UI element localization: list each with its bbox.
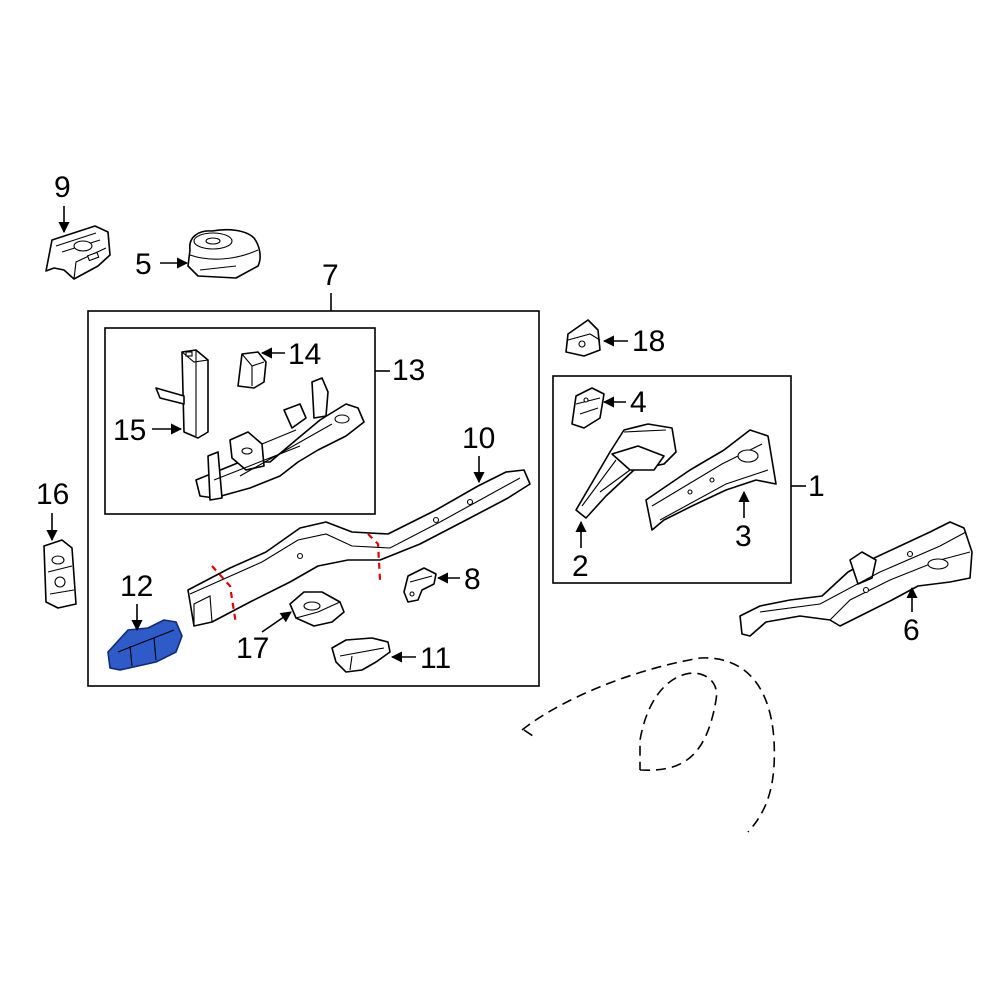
part-5-strut-mount[interactable] bbox=[187, 228, 261, 279]
group-box-13 bbox=[104, 327, 376, 515]
callout-17: 17 bbox=[236, 632, 269, 665]
part-10-rail[interactable] bbox=[187, 469, 531, 627]
part-14-bracket[interactable] bbox=[237, 351, 267, 389]
part-17-bracket[interactable] bbox=[289, 591, 345, 627]
callout-1: 1 bbox=[808, 470, 825, 503]
subframe-assembly[interactable] bbox=[195, 377, 365, 501]
callout-15: 15 bbox=[113, 414, 146, 447]
callout-6: 6 bbox=[903, 614, 920, 647]
callout-13: 13 bbox=[392, 354, 425, 387]
callout-8: 8 bbox=[464, 563, 481, 596]
part-9-bracket[interactable] bbox=[45, 225, 111, 280]
fender-outline bbox=[521, 657, 776, 833]
leader-17 bbox=[261, 611, 292, 633]
callout-7: 7 bbox=[322, 259, 339, 292]
cut-line-left bbox=[211, 565, 238, 625]
part-4-bracket[interactable] bbox=[571, 387, 605, 429]
callout-18: 18 bbox=[632, 325, 665, 358]
part-15-bracket[interactable] bbox=[155, 349, 209, 439]
part-18-bracket[interactable] bbox=[565, 319, 601, 357]
group-box-1 bbox=[552, 375, 792, 584]
part-12-highlighted[interactable] bbox=[107, 619, 183, 671]
part-2-panel[interactable] bbox=[575, 423, 677, 519]
part-6-rail-assembly[interactable] bbox=[739, 521, 973, 637]
callout-11: 11 bbox=[420, 642, 451, 675]
cut-line-right bbox=[367, 533, 382, 581]
callout-16: 16 bbox=[36, 478, 69, 511]
callout-14: 14 bbox=[288, 338, 321, 371]
callout-4: 4 bbox=[630, 386, 647, 419]
callout-9: 9 bbox=[54, 171, 71, 204]
callout-2: 2 bbox=[572, 550, 589, 583]
callout-12: 12 bbox=[120, 570, 153, 603]
callout-3: 3 bbox=[735, 520, 752, 553]
group-box-7 bbox=[87, 310, 540, 687]
part-8-bracket[interactable] bbox=[403, 567, 437, 603]
part-16-plate[interactable] bbox=[43, 539, 77, 609]
part-3-apron[interactable] bbox=[645, 429, 777, 531]
part-11-bracket[interactable] bbox=[331, 637, 391, 673]
callout-5: 5 bbox=[135, 248, 152, 281]
callout-10: 10 bbox=[462, 422, 495, 455]
